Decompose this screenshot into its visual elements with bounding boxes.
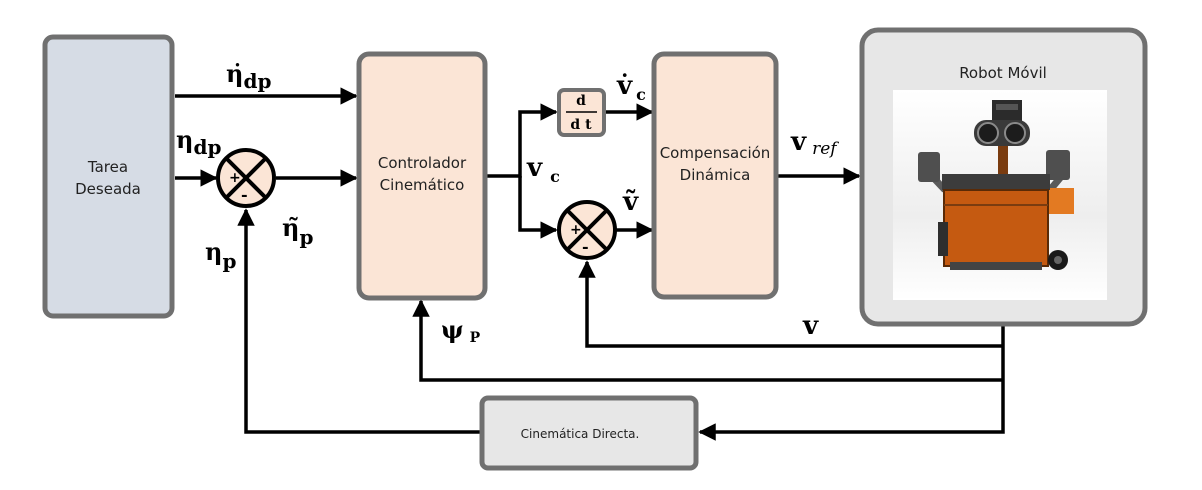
- wire-vc-to-sum2: [518, 176, 558, 239]
- label-v: v: [802, 311, 819, 341]
- derivative-denominator: d t: [570, 117, 592, 133]
- wire-vc-to-derivative: [487, 103, 558, 178]
- block-robot: Robot Móvil: [859, 27, 1148, 327]
- block-task: Tarea Deseada: [42, 34, 175, 319]
- sum2-minus-sign: -: [582, 237, 589, 256]
- label-eta-p-tilde: η̃p: [282, 213, 313, 249]
- sum2-plus-sign: +: [570, 222, 582, 238]
- block-task-label-1: Tarea: [87, 158, 128, 176]
- block-compensation-label-2: Dinámica: [680, 166, 751, 184]
- label-eta-dp-dot: η̇dp: [226, 59, 271, 93]
- robot-illustration: [918, 100, 1074, 270]
- block-controller-label-1: Controlador: [378, 154, 467, 172]
- wire-psi-feedback: [412, 299, 1003, 382]
- wire-v-feedback: [578, 260, 1003, 348]
- block-kinematics: Cinemática Directa.: [479, 395, 699, 471]
- label-v-tilde: ṽ: [622, 187, 639, 217]
- label-v-c-dot: v̇c: [616, 71, 646, 104]
- block-controller-label-2: Cinemático: [380, 176, 465, 194]
- wire-feedback-to-kinematics: [698, 325, 1005, 441]
- derivative-numerator: d: [576, 93, 586, 109]
- sum1-minus-sign: -: [241, 185, 248, 204]
- summing-junction-1: + -: [216, 148, 276, 208]
- block-controller: Controlador Cinemático: [356, 51, 488, 301]
- block-robot-title: Robot Móvil: [959, 64, 1047, 82]
- block-compensation: Compensación Dinámica: [651, 51, 779, 300]
- block-compensation-label-1: Compensación: [660, 144, 771, 162]
- block-kinematics-label: Cinemática Directa.: [521, 427, 640, 441]
- block-derivative: d d t: [557, 88, 606, 137]
- sum1-plus-sign: +: [229, 170, 241, 186]
- label-eta-p: ηp: [205, 237, 236, 273]
- wire-eta-p: [237, 208, 480, 434]
- block-task-label-2: Deseada: [75, 180, 141, 198]
- summing-junction-2: + -: [557, 200, 617, 260]
- wires: [175, 87, 1005, 441]
- label-eta-dp: ηdp: [176, 125, 221, 159]
